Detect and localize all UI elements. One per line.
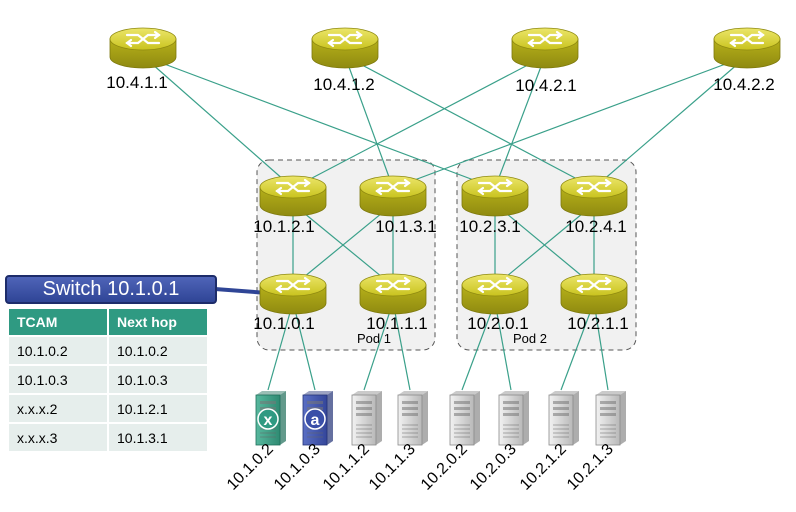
next-hop-cell: 10.1.0.2 <box>109 337 207 364</box>
switch-label: 10.4.1.2 <box>313 75 374 94</box>
callout-connector <box>214 287 269 295</box>
pod-label: Pod 1 <box>357 331 391 346</box>
link-a4-e3 <box>494 203 595 287</box>
agg-switch-a4[interactable] <box>560 175 628 217</box>
switch-arrows-icon <box>125 30 161 48</box>
host-label: 10.2.0.2 <box>418 441 471 494</box>
link-c1-a3 <box>142 55 496 189</box>
link-e3-h5 <box>461 301 496 391</box>
host-label: 10.2.1.3 <box>564 441 617 494</box>
link-c1-a1 <box>142 55 294 189</box>
switch-arrows-icon <box>729 30 765 48</box>
link-c4-a2 <box>392 55 748 189</box>
agg-switch-a1[interactable] <box>259 175 327 217</box>
switch-label: 10.2.1.1 <box>567 314 628 333</box>
host-badge-letter: x <box>264 412 273 429</box>
pod-label: Pod 2 <box>513 331 547 346</box>
server-h1[interactable]: x <box>255 391 286 446</box>
host-label: 10.2.0.3 <box>467 441 520 494</box>
edge-switch-e2[interactable] <box>359 273 427 315</box>
tcam-cell: 10.1.0.3 <box>9 366 107 393</box>
next-hop-column-header: Next hop <box>109 309 207 335</box>
server-h8[interactable] <box>595 391 626 446</box>
edge-switch-e4[interactable] <box>560 273 628 315</box>
agg-switch-a2[interactable] <box>359 175 427 217</box>
core-switch-c4[interactable] <box>713 27 781 69</box>
switch-label: 10.1.3.1 <box>375 217 436 236</box>
edge-switch-e1[interactable] <box>259 273 327 315</box>
switch-arrows-icon <box>275 276 311 294</box>
table-row: x.x.x.2 10.1.2.1 <box>9 395 207 422</box>
switch-label: 10.2.0.1 <box>467 314 528 333</box>
server-h7[interactable] <box>548 391 579 446</box>
switch-callout: Switch 10.1.0.1 <box>5 275 217 304</box>
host-label: 10.1.0.2 <box>224 441 277 494</box>
agg-switch-a3[interactable] <box>461 175 529 217</box>
switch-label: 10.1.1.1 <box>366 314 427 333</box>
switch-label: 10.4.2.1 <box>515 76 576 95</box>
next-hop-cell: 10.1.0.3 <box>109 366 207 393</box>
switch-arrows-icon <box>527 30 563 48</box>
table-row: 10.1.0.3 10.1.0.3 <box>9 366 207 393</box>
host-badge-letter: a <box>311 412 320 429</box>
link-e2-h4 <box>392 301 411 391</box>
core-switch-c2[interactable] <box>311 27 379 69</box>
switch-arrows-icon <box>576 276 612 294</box>
link-e4-h8 <box>593 301 609 391</box>
host-badge <box>257 408 279 430</box>
link-c4-a4 <box>593 55 748 189</box>
host-label: 10.1.0.3 <box>271 441 324 494</box>
switch-label: 10.2.4.1 <box>565 217 626 236</box>
switch-arrows-icon <box>375 276 411 294</box>
host-label: 10.1.1.3 <box>366 441 419 494</box>
link-e3-h6 <box>494 301 512 391</box>
tcam-cell: x.x.x.3 <box>9 424 107 451</box>
core-switch-c1[interactable] <box>109 27 177 69</box>
server-h3[interactable] <box>351 391 382 446</box>
next-hop-cell: 10.1.2.1 <box>109 395 207 422</box>
link-c2-a2 <box>344 55 394 189</box>
host-label: 10.1.1.2 <box>320 441 373 494</box>
link-e1-h1 <box>267 301 294 391</box>
table-row: x.x.x.3 10.1.3.1 <box>9 424 207 451</box>
link-c3-a1 <box>292 55 546 189</box>
switch-arrows-icon <box>477 276 513 294</box>
table-row: 10.1.0.2 10.1.0.2 <box>9 337 207 364</box>
table-header-row: TCAM Next hop <box>9 309 207 335</box>
switch-arrows-icon <box>576 178 612 196</box>
host-badge <box>304 408 326 430</box>
server-h4[interactable] <box>397 391 428 446</box>
link-e2-h3 <box>363 301 394 391</box>
link-e4-h7 <box>560 301 595 391</box>
switch-label: 10.2.3.1 <box>459 217 520 236</box>
server-h6[interactable] <box>498 391 529 446</box>
tcam-table: TCAM Next hop 10.1.0.2 10.1.0.2 10.1.0.3… <box>7 307 209 453</box>
tcam-cell: x.x.x.2 <box>9 395 107 422</box>
host-label: 10.2.1.2 <box>517 441 570 494</box>
switch-label: 10.4.1.1 <box>106 73 167 92</box>
tcam-cell: 10.1.0.2 <box>9 337 107 364</box>
switch-label: 10.1.2.1 <box>253 217 314 236</box>
edge-switch-e3[interactable] <box>461 273 529 315</box>
switch-arrows-icon <box>477 178 513 196</box>
switch-label: 10.4.2.2 <box>713 75 774 94</box>
server-h2[interactable]: a <box>302 391 333 446</box>
switch-arrows-icon <box>275 178 311 196</box>
link-c3-a3 <box>494 55 546 189</box>
core-switch-c3[interactable] <box>511 27 579 69</box>
tcam-column-header: TCAM <box>9 309 107 335</box>
switch-label: 10.1.0.1 <box>253 314 314 333</box>
switch-arrows-icon <box>375 178 411 196</box>
next-hop-cell: 10.1.3.1 <box>109 424 207 451</box>
switch-arrows-icon <box>327 30 363 48</box>
link-a2-e1 <box>292 203 394 287</box>
link-e1-h2 <box>292 301 316 391</box>
link-c2-a4 <box>344 55 595 189</box>
callout-title: Switch 10.1.0.1 <box>42 278 180 300</box>
server-h5[interactable] <box>449 391 480 446</box>
